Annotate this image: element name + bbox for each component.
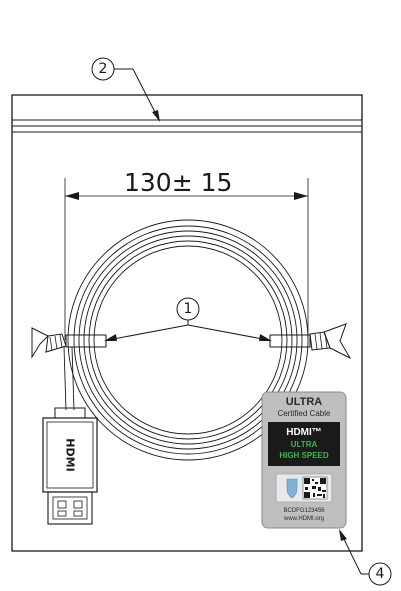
dimension-length: 130± 15 — [64, 168, 309, 340]
label-hdmi-mark: HDMI™ — [286, 427, 322, 438]
callout-1-number: 1 — [184, 301, 193, 317]
callout-2: 2 — [91, 57, 160, 122]
cable-tail-2 — [71, 346, 75, 411]
cable-coil — [67, 219, 309, 461]
callout-4: 4 — [339, 529, 392, 586]
label-high-speed-text: HIGH SPEED — [279, 451, 329, 460]
callout-4-number: 4 — [376, 566, 385, 582]
callout-1: 1 — [104, 297, 272, 341]
dimension-label: 130± 15 — [124, 168, 232, 197]
label-ultra-text: ULTRA — [291, 440, 318, 449]
label-plate — [268, 422, 340, 466]
label-serial-number: BCDFG123456 — [283, 508, 325, 514]
callout-2-number: 2 — [99, 61, 108, 77]
shield-icon — [286, 478, 298, 499]
label-title: ULTRA — [286, 396, 323, 408]
label-subtitle: Certified Cable — [278, 409, 331, 418]
label-url: www.HDMI.org — [283, 516, 324, 522]
cable-tail-1 — [63, 346, 67, 411]
hdmi-certification-label: ULTRA Certified Cable HDMI™ ULTRA HIGH S… — [261, 391, 347, 529]
hdmi-connector-logo: HDMI — [64, 438, 77, 471]
callout-2-arrowhead — [152, 110, 160, 122]
hdmi-connector: HDMI — [42, 407, 98, 525]
qr-code-icon — [302, 476, 328, 500]
package-bag-outline — [11, 94, 363, 552]
